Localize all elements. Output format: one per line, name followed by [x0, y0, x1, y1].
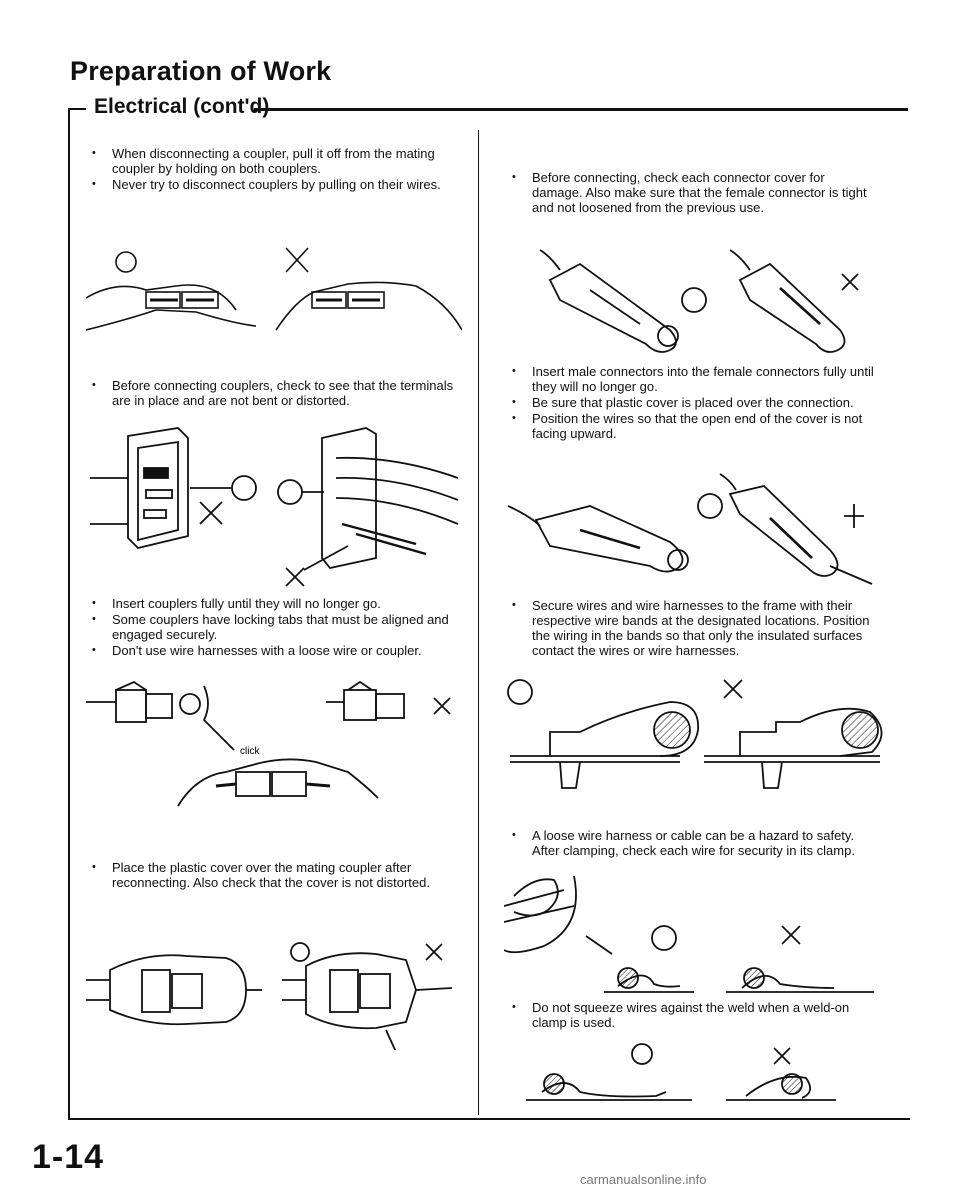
- ok-mark-icon: [631, 1043, 653, 1065]
- bottom-rule: [68, 1118, 910, 1120]
- page-title: Preparation of Work: [70, 56, 332, 86]
- bullet-item: When disconnecting a coupler, pull it of…: [92, 146, 454, 176]
- cover-orientation-figure: [507, 473, 873, 585]
- coupler-disconnect-figure: [86, 247, 462, 331]
- left-section-1: When disconnecting a coupler, pull it of…: [92, 146, 454, 193]
- wire-band-figure: [507, 679, 883, 789]
- bullet-item: Position the wires so that the open end …: [512, 411, 874, 441]
- ok-mark-icon: [231, 475, 257, 501]
- right-section-1: Before connecting, check each connector …: [512, 170, 874, 216]
- clamp-figure: [504, 875, 874, 993]
- bullet-item: Don't use wire harnesses with a loose wi…: [92, 643, 454, 658]
- header-rule: [254, 108, 908, 111]
- locking-tab-figure: click: [86, 680, 451, 807]
- left-section-3: Insert couplers fully until they will no…: [92, 596, 454, 659]
- bullet-item: Place the plastic cover over the mating …: [92, 860, 454, 890]
- ok-mark-icon: [681, 287, 707, 313]
- bullet-item: Insert couplers fully until they will no…: [92, 596, 454, 611]
- bullet-item: Do not squeeze wires against the weld wh…: [512, 1000, 874, 1030]
- ok-mark-icon: [697, 493, 723, 519]
- right-section-3: Secure wires and wire harnesses to the f…: [512, 598, 874, 659]
- bullet-item: Before connecting, check each connector …: [512, 170, 874, 215]
- terminal-inspection-figure: [90, 427, 459, 587]
- left-section-4: Place the plastic cover over the mating …: [92, 860, 454, 891]
- left-frame-line: [68, 108, 70, 1120]
- right-section-4: A loose wire harness or cable can be a h…: [512, 828, 874, 859]
- bullet-item: A loose wire harness or cable can be a h…: [512, 828, 874, 858]
- ok-mark-icon: [179, 693, 201, 715]
- click-label: click: [240, 746, 260, 757]
- bullet-item: Before connecting couplers, check to see…: [92, 378, 454, 408]
- weld-clamp-figure: [526, 1043, 836, 1101]
- connector-cover-figure: [539, 249, 859, 353]
- ok-mark-icon: [507, 679, 533, 705]
- right-section-5: Do not squeeze wires against the weld wh…: [512, 1000, 874, 1031]
- watermark: carmanualsonline.info: [580, 1172, 707, 1187]
- header-rule-tick: [68, 108, 86, 110]
- bullet-item: Never try to disconnect couplers by pull…: [92, 177, 454, 192]
- section-subtitle: Electrical (cont'd): [94, 95, 270, 118]
- bullet-item: Some couplers have locking tabs that mus…: [92, 612, 454, 642]
- bullet-item: Secure wires and wire harnesses to the f…: [512, 598, 874, 658]
- column-divider: [478, 130, 479, 1115]
- bullet-item: Insert male connectors into the female c…: [512, 364, 874, 394]
- ok-mark-icon: [290, 942, 310, 962]
- page-number: 1-14: [32, 1138, 105, 1176]
- left-section-2: Before connecting couplers, check to see…: [92, 378, 454, 409]
- plastic-cover-figure: [86, 942, 453, 1050]
- bullet-item: Be sure that plastic cover is placed ove…: [512, 395, 874, 410]
- ok-mark-icon: [277, 479, 303, 505]
- ok-mark-icon: [651, 925, 677, 951]
- ok-mark-icon: [115, 251, 137, 273]
- right-section-2: Insert male connectors into the female c…: [512, 364, 874, 442]
